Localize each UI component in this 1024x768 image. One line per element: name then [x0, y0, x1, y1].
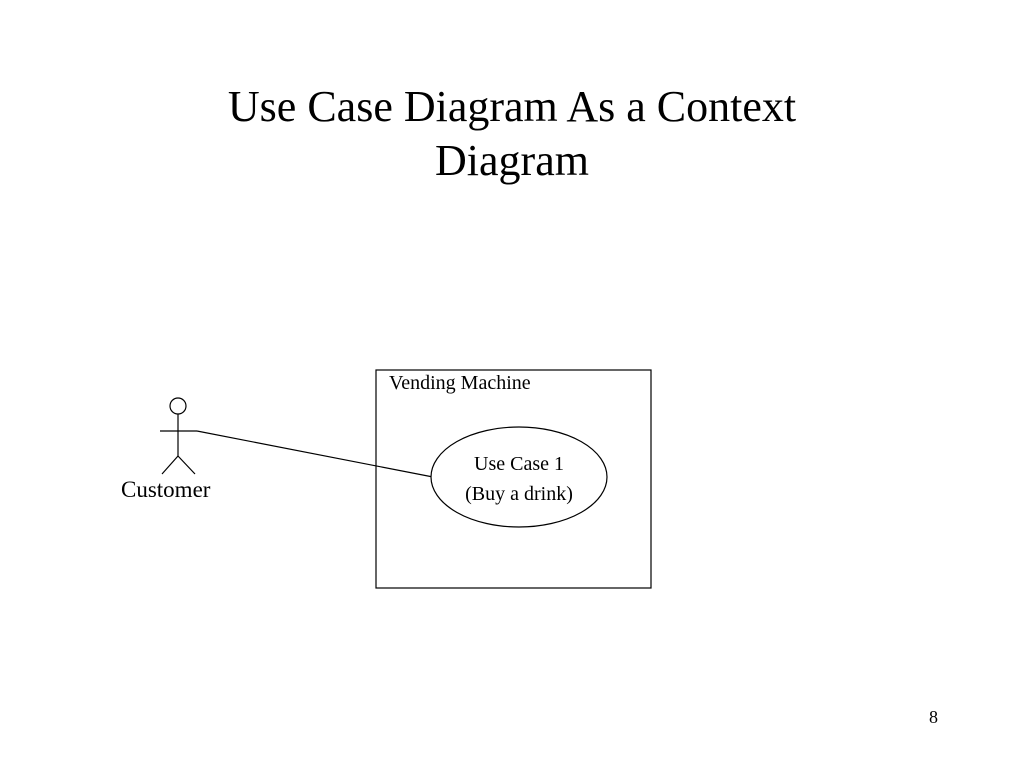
association-line: [196, 430, 434, 478]
use-case-label-line-2: (Buy a drink): [465, 483, 573, 505]
slide-title-line-2: Diagram: [435, 136, 589, 185]
use-case-ellipse: [430, 426, 608, 528]
system-boundary: [375, 369, 652, 589]
actor-head: [169, 397, 187, 415]
actor-left-leg: [161, 455, 179, 475]
actor-customer: [160, 397, 197, 475]
actor-label: Customer: [121, 477, 211, 502]
actor-right-leg: [177, 455, 196, 475]
system-label: Vending Machine: [389, 372, 531, 394]
slide-title: Use Case Diagram As a Context Diagram: [112, 80, 912, 188]
use-case-label-line-1: Use Case 1: [474, 453, 564, 475]
slide-title-line-1: Use Case Diagram As a Context: [227, 82, 797, 131]
page-number: 8: [929, 707, 938, 727]
